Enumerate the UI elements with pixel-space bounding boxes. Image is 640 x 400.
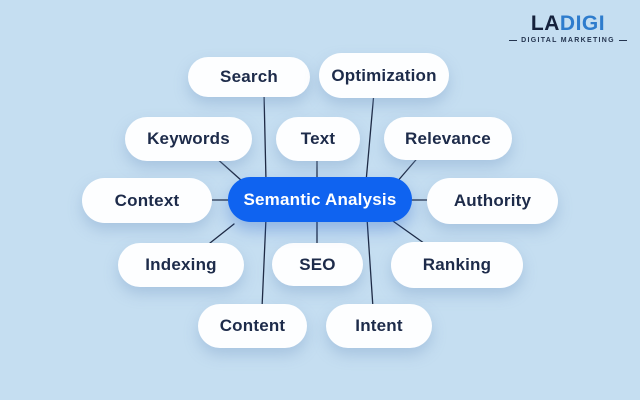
- node-ranking: Ranking: [391, 242, 523, 288]
- node-relevance: Relevance: [384, 117, 512, 160]
- tagline-left-rule: [509, 39, 518, 42]
- brand-logo-name-accent: DIGI: [559, 12, 606, 35]
- central-node-semantic-analysis: Semantic Analysis: [228, 177, 412, 222]
- connector-search: [263, 92, 267, 182]
- brand-logo-name-primary: LA: [530, 12, 560, 35]
- node-seo: SEO: [272, 243, 363, 286]
- brand-logo-name: LADIGI: [509, 13, 627, 34]
- connector-ranking: [389, 218, 429, 247]
- tagline-right-rule: [618, 39, 628, 42]
- brand-logo: LADIGI DIGITAL MARKETING: [509, 13, 628, 44]
- node-keywords: Keywords: [125, 117, 252, 161]
- tagline-text: DIGITAL MARKETING: [521, 37, 615, 44]
- connector-indexing: [209, 223, 235, 244]
- node-context: Context: [82, 178, 212, 223]
- node-authority: Authority: [427, 178, 558, 224]
- node-text: Text: [276, 117, 360, 161]
- node-intent: Intent: [326, 304, 432, 348]
- brand-logo-tagline: DIGITAL MARKETING: [509, 37, 628, 44]
- node-indexing: Indexing: [118, 243, 244, 287]
- node-content: Content: [198, 304, 307, 348]
- connector-optimization: [365, 91, 375, 183]
- connector-content: [261, 217, 267, 309]
- node-search: Search: [188, 57, 310, 97]
- connector-intent: [366, 217, 374, 309]
- node-optimization: Optimization: [319, 53, 449, 98]
